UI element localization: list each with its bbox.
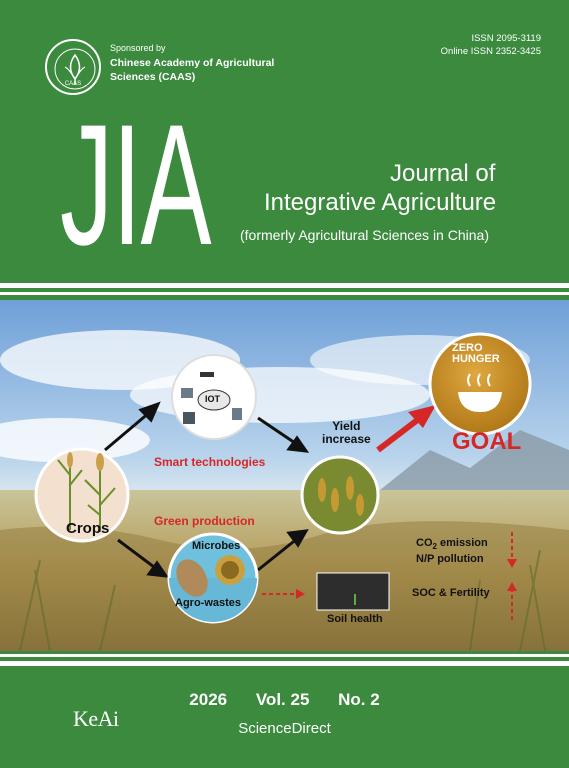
label-iot: IOT [205,394,220,404]
cover-graphic: Crops IOT Smart technologies Green produ… [0,300,569,651]
label-goal: GOAL [452,428,522,455]
journal-title-line1: Journal of [390,160,496,187]
co2-prefix: CO [416,537,433,549]
issn-block: ISSN 2095-3119 Online ISSN 2352-3425 [441,32,541,58]
co2-suffix: emission [436,537,488,549]
label-crops: Crops [66,520,110,537]
journal-abbrev: JIA [60,89,212,281]
keai-logo: KeAi [73,706,119,731]
sponsor-block: Sponsored by Chinese Academy of Agricult… [110,43,285,84]
label-co2-emission: CO2 emission [416,537,488,551]
sponsor-name: Chinese Academy of Agricultural Sciences… [110,57,275,83]
issue-year: 2026 [189,690,228,709]
cover-artwork [0,300,569,651]
bottom-divider-thin [0,654,569,657]
top-divider-thin [0,292,569,295]
issue-number: No. 2 [338,690,380,709]
label-hunger: HUNGER [452,353,500,365]
caas-logo: CAAS [45,39,101,95]
zero-hunger-circle [428,332,532,436]
label-soil-health: Soil health [327,613,383,625]
label-increase: increase [322,432,371,446]
issn: ISSN 2095-3119 [471,33,541,44]
label-np-pollution: N/P pollution [416,553,484,565]
issue-info: 2026 Vol. 25 No. 2 [0,690,569,710]
logo-caas-text: CAAS [64,81,82,87]
yield-circle [300,455,380,535]
journal-title-line2: Integrative Agriculture [264,189,497,216]
bottom-divider [0,661,569,666]
journal-title: Journal of Integrative Agriculture (form… [240,160,540,248]
label-smart-technologies: Smart technologies [154,455,266,469]
soil-health-box [316,572,390,611]
co2-subscript: 2 [432,542,437,552]
sciencedirect-label: ScienceDirect [238,720,331,737]
label-zero-hunger: ZERO HUNGER [452,343,500,365]
label-agro-wastes: Agro-wastes [175,597,242,609]
crops-circle [34,447,130,543]
label-yield-increase: Yield increase [322,420,371,446]
label-green-production: Green production [154,514,255,528]
label-zero: ZERO [452,342,483,354]
label-yield: Yield [332,419,361,433]
label-soc-fertility: SOC & Fertility [412,587,490,599]
sponsored-label: Sponsored by [110,43,166,53]
issue-volume: Vol. 25 [255,690,310,709]
online-issn: Online ISSN 2352-3425 [440,46,541,57]
journal-formerly: (formerly Agricultural Sciences in China… [240,227,489,243]
top-divider [0,283,569,288]
label-microbes: Microbes [192,540,241,552]
caas-emblem-icon [54,48,96,90]
